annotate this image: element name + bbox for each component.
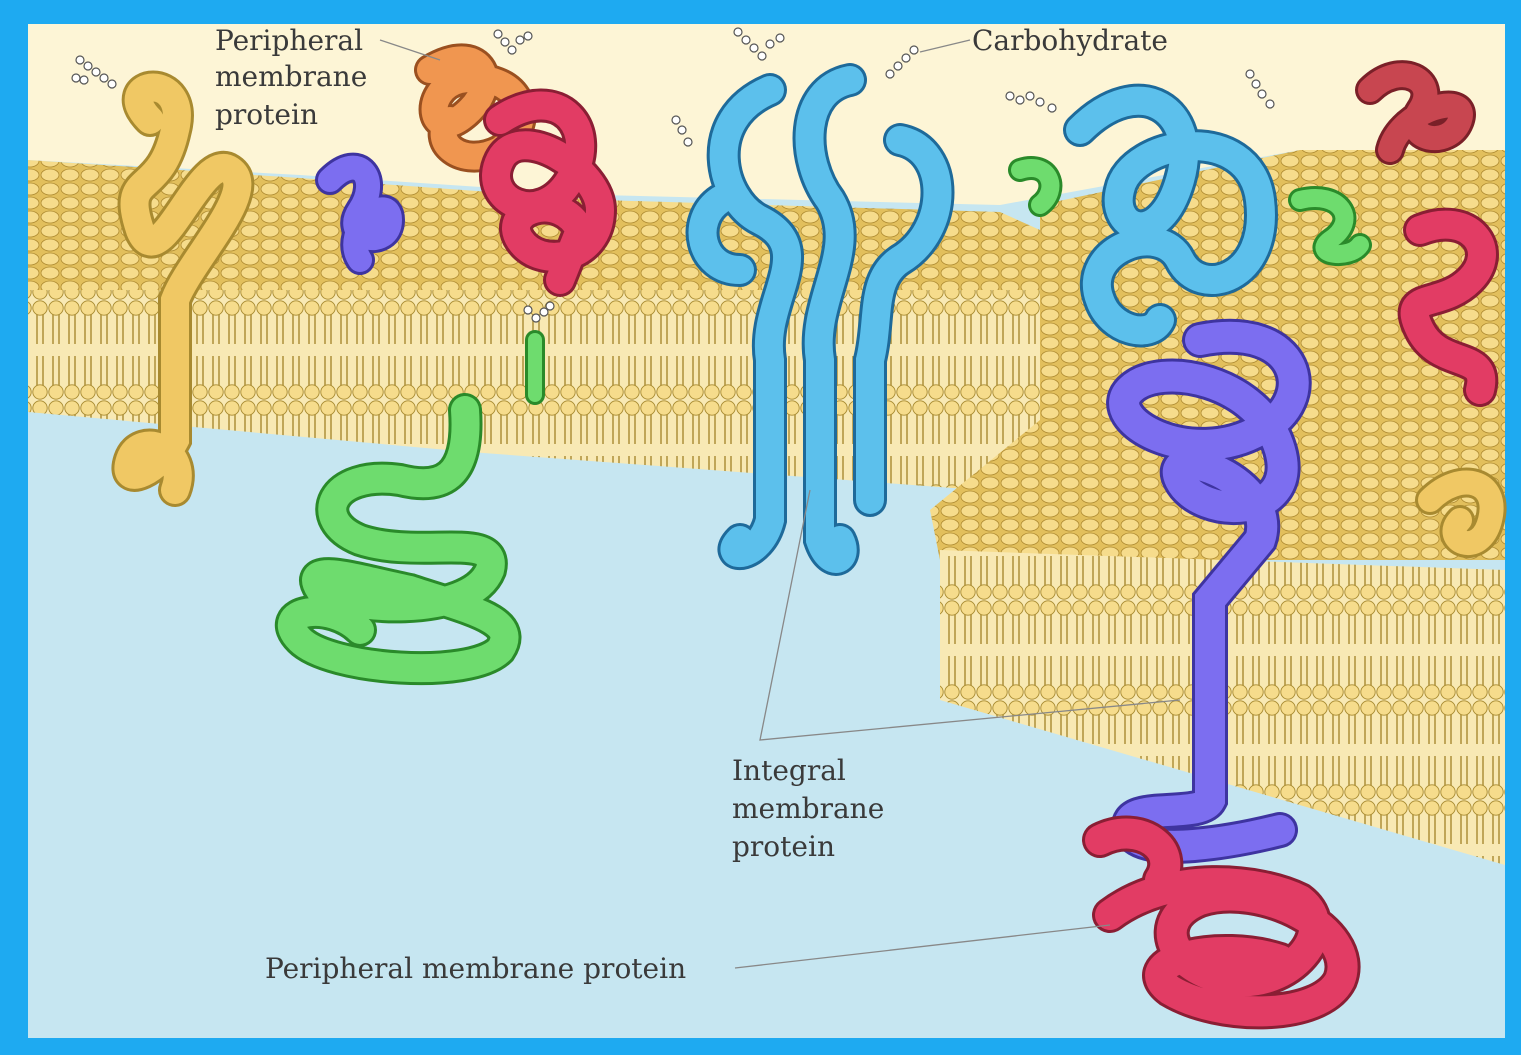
- label-peripheral-top-line3: protein: [215, 98, 318, 131]
- label-integral-line1: Integral: [732, 754, 846, 787]
- label-integral-line2: membrane: [732, 792, 884, 825]
- label-peripheral-top-line1: Peripheral: [215, 24, 363, 57]
- label-peripheral-top-line2: membrane: [215, 60, 367, 93]
- label-peripheral-bottom: Peripheral membrane protein: [265, 952, 686, 985]
- label-integral-line3: protein: [732, 830, 835, 863]
- label-carbohydrate: Carbohydrate: [972, 24, 1168, 57]
